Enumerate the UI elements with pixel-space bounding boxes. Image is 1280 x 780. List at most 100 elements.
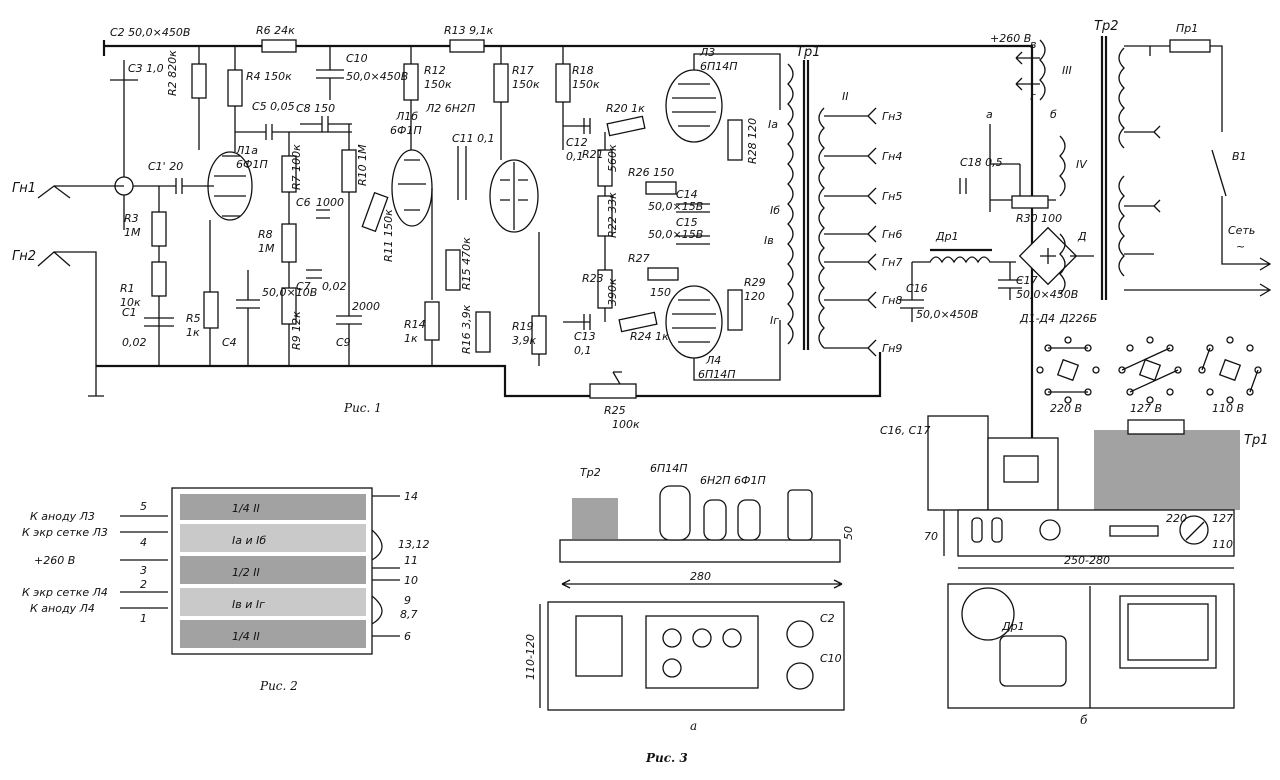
r4-label: R4 150к (246, 70, 292, 83)
fig2-right-leads (371, 495, 400, 637)
pin (1036, 366, 1044, 374)
r29-value: 120 (744, 290, 765, 303)
tr1-secondary (818, 107, 825, 349)
r8-label: R8 (258, 228, 273, 241)
fig2-left-label-3: +260 В (34, 554, 75, 567)
r5-label: R5 (186, 312, 201, 325)
tr2-iv-winding (1059, 135, 1066, 197)
fig2-layer-2 (180, 524, 366, 552)
fig2-left-leads (120, 515, 168, 609)
fig3a-tube2-label: 6Н2П (700, 474, 731, 487)
pin (1206, 344, 1214, 352)
c15-label: C15 (676, 216, 698, 229)
ground-rail (96, 352, 882, 398)
jack-gn8 (824, 291, 877, 309)
c6-label: C6 (296, 196, 311, 209)
r25-wiper (612, 371, 622, 385)
tube-l1a-electrodes (214, 155, 246, 217)
fig3a-tube-panel (645, 615, 759, 689)
gn4-label: Гн4 (882, 150, 902, 163)
r15-label: R15 470к (460, 237, 473, 290)
c12-value: 0,1 (566, 150, 584, 163)
tube-l2 (489, 159, 539, 233)
r30-pot (1011, 195, 1049, 209)
fig2-layer-label-3: 1/2 II (232, 566, 260, 579)
fig3a-tube1-label: 6П14П (650, 462, 688, 475)
gn2-label: Гн2 (12, 249, 36, 264)
c1-cap (144, 317, 174, 327)
pin (1092, 366, 1100, 374)
r6-label: R6 24к (256, 24, 295, 37)
tap-b: б (1050, 108, 1057, 121)
l3-label: Л3 (699, 46, 715, 59)
fig3b-choke-window (1003, 455, 1039, 483)
fig2-layers (180, 494, 366, 648)
r13-label: R13 9,1к (444, 24, 494, 37)
fig3b-dim-height-label: 70 (924, 530, 938, 543)
fig3b-tr1-body (1094, 430, 1240, 510)
r21-value: 560к (606, 144, 619, 172)
r25-pot (589, 383, 637, 399)
dr1-choke (912, 256, 1016, 264)
r17-value: 150к (512, 78, 540, 91)
r14-label: R14 (404, 318, 426, 331)
r19-label: R19 (512, 320, 534, 333)
gn6-label: Гн6 (882, 228, 902, 241)
c17-value: 50,0×450В (1016, 288, 1078, 301)
pin (1166, 388, 1174, 396)
fig3b-sel-110: 110 (1212, 538, 1233, 551)
r11-resistor (361, 191, 389, 233)
c3-label: C3 1,0 (128, 62, 164, 75)
fig3a-c10-label: C10 (820, 652, 842, 665)
caption-fig2: Рис. 2 (259, 679, 298, 693)
c4-value: 50,0×10В (262, 286, 317, 299)
c9-value: 2000 (352, 300, 380, 313)
r23-value: 390к (606, 278, 619, 306)
tr2-d-winding (1059, 233, 1066, 295)
r19-value: 3,9к (512, 334, 536, 347)
fig2-right-num-14: 14 (404, 490, 418, 503)
fig2-right-num-11: 11 (404, 554, 418, 567)
pin (1246, 344, 1254, 352)
c14-label: C14 (676, 188, 698, 201)
pin (1206, 388, 1214, 396)
jack-gn6 (824, 225, 877, 243)
fig3a-socket-4 (662, 658, 682, 678)
output-plate-wires (693, 53, 781, 381)
fig3b-tr1-window (1127, 603, 1209, 661)
r3-value: 1М (124, 226, 141, 239)
mains-wiring (1124, 45, 1272, 297)
r26-label: R26 150 (628, 166, 674, 179)
c18-label: C18 0,5 (960, 156, 1003, 169)
c11-label: C11 0,1 (452, 132, 495, 145)
caption-fig1: Рис. 1 (343, 401, 382, 415)
fig3a-c2-hole (786, 620, 814, 648)
c14-value: 50,0×15В (648, 200, 703, 213)
r1-resistor (151, 261, 167, 297)
c1p-label: C1' 20 (148, 160, 183, 173)
c12-cap (563, 118, 591, 134)
fig2-layer-5 (180, 620, 366, 648)
r24-label: R24 1к (630, 330, 669, 343)
selector-127-links (1121, 347, 1179, 393)
c5-label: C5 0,05 (252, 100, 295, 113)
c1-value: 0,02 (122, 336, 147, 349)
figure-3a-chassis (539, 485, 845, 711)
tr2-iii-winding (1039, 39, 1046, 101)
r5-value: 1к (186, 326, 200, 339)
r18-value: 150к (572, 78, 600, 91)
transformer-tr2 (1100, 36, 1125, 300)
r28-label: R28 120 (746, 118, 759, 164)
l3-type: 6П14П (700, 60, 738, 73)
fig3a-tube-6p14p (659, 485, 691, 541)
r20-label: R20 1к (606, 102, 645, 115)
c8-label: C8 150 (296, 102, 335, 115)
fig2-left-label-1: К аноду Л3 (30, 510, 95, 523)
c13-cap (563, 314, 591, 330)
fig3b-switch (971, 517, 983, 543)
fig2-right-num-10: 10 (404, 574, 418, 587)
tube-l2-electrodes (500, 162, 528, 230)
c11-cap (457, 146, 467, 200)
winding-ia: Iа (768, 118, 778, 131)
fig2-right-num-9: 9 (404, 594, 411, 607)
